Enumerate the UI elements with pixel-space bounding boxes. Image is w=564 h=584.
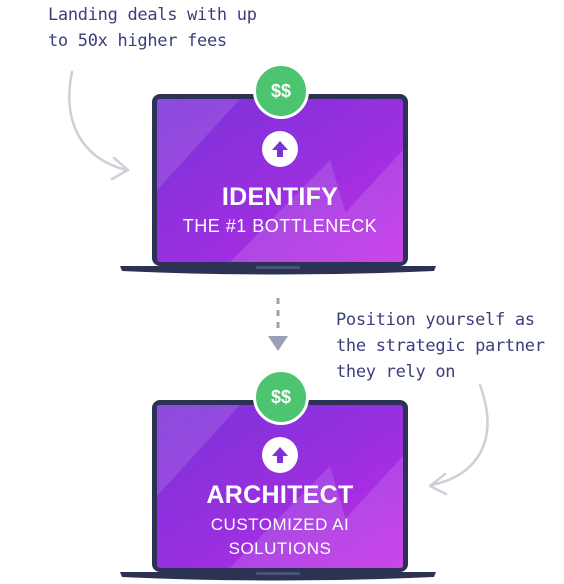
card-2-subtitle-line2: SOLUTIONS: [228, 539, 332, 558]
money-badge: $$: [253, 63, 309, 119]
card-1-subtitle: THE #1 BOTTLENECK: [182, 216, 378, 236]
laptop-1: [120, 94, 436, 275]
arrow-up-icon: [262, 437, 298, 473]
middle-note: Position yourself as the strategic partn…: [336, 310, 545, 382]
curved-arrow-top: [68, 70, 128, 172]
curved-arrow-right-head: [428, 472, 448, 496]
curved-arrow-top-head: [110, 156, 130, 181]
top-note: Landing deals with up to 50x higher fees: [48, 5, 257, 51]
laptop-2: [120, 400, 436, 581]
card-1-title: IDENTIFY: [221, 183, 339, 211]
card-2-title: ARCHITECT: [206, 481, 354, 509]
curved-arrow-right: [430, 383, 489, 487]
arrow-up-icon: [262, 131, 298, 167]
dotted-connector: [268, 298, 288, 351]
money-badge: $$: [253, 369, 309, 425]
card-2-subtitle-line1: CUSTOMIZED AI: [210, 515, 350, 534]
